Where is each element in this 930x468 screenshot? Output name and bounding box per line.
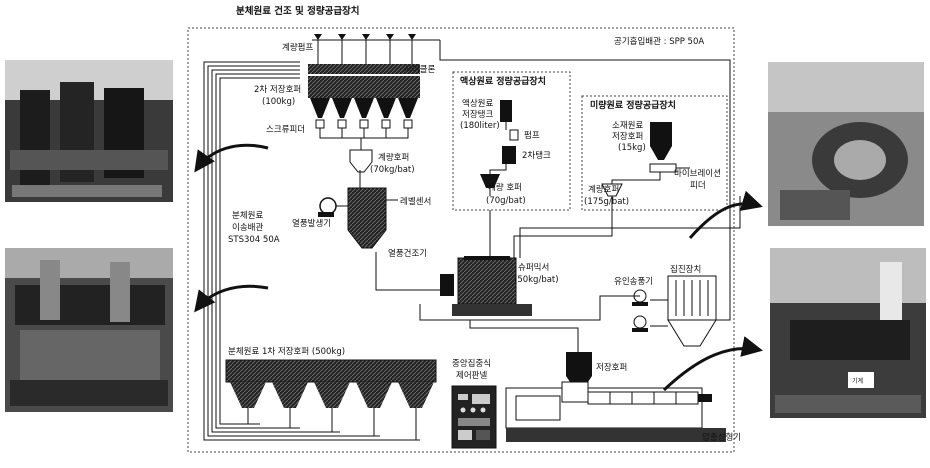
label-minor-hopper: 소재원료 xyxy=(612,121,643,131)
primary-storage-hoppers xyxy=(225,359,437,440)
photo-dryer-line xyxy=(5,60,173,202)
label-level-sensor: 레벨센서 xyxy=(400,196,431,207)
label-extruder: 압출성형기 xyxy=(702,432,741,443)
label-control-panel-2: 제어판넬 xyxy=(456,370,487,381)
label-storage-hopper: 저장호퍼 xyxy=(596,362,627,373)
label-transfer-pipe: 분체원료 xyxy=(232,210,263,221)
photo-pointer-arrows xyxy=(194,143,763,392)
photo-extruder: 기계 xyxy=(770,248,926,418)
label-vibration-feeder-2: 피더 xyxy=(690,181,706,191)
label-secondary-tank: 2차탱크 xyxy=(522,150,551,161)
label-liquid-weigh-cap: (70g/bat) xyxy=(486,196,526,206)
label-induction-blower: 유인송풍기 xyxy=(614,276,653,287)
label-weigh-hopper: 계량호퍼 xyxy=(378,152,409,163)
control-panel-unit xyxy=(451,385,497,449)
label-primary-hopper: 분체원료 1차 저장호퍼 (500kg) xyxy=(228,346,345,357)
label-weigh-hopper-cap: (70kg/bat) xyxy=(370,165,415,175)
liquid-feed-equipment xyxy=(480,100,519,196)
label-minor-weigh: 계량호퍼 xyxy=(588,184,619,195)
pipe-network xyxy=(203,39,741,441)
minor-feed-equipment xyxy=(601,122,690,210)
extruder-unit xyxy=(505,352,726,442)
label-super-mixer: 슈퍼믹서 xyxy=(518,262,549,273)
label-cyclone: 사이클론 xyxy=(404,64,435,75)
hot-air-dryer xyxy=(318,187,387,249)
label-control-panel: 중앙집중식 xyxy=(452,358,491,369)
label-minor-hopper-2: 저장호퍼 xyxy=(612,131,643,142)
label-vibration-feeder: 바이브레이션 xyxy=(674,168,721,179)
photo-vibration-feeder xyxy=(768,62,924,226)
label-dryer: 열풍건조기 xyxy=(388,248,427,259)
metering-pumps xyxy=(314,34,416,40)
label-air-pipe: 공기흡입배관 : SPP 50A xyxy=(614,36,704,47)
label-minor-hopper-cap: (15kg) xyxy=(618,143,646,153)
label-dust-collector: 집진장치 xyxy=(670,264,701,275)
powder-weigh-hopper xyxy=(349,138,373,173)
label-liquid-title: 액상원료 정량공급장치 xyxy=(460,75,546,87)
label-secondary-hopper: 2차 저장호퍼 xyxy=(254,84,301,95)
label-blower: 열풍발생기 xyxy=(292,218,331,229)
svg-text:기계: 기계 xyxy=(852,377,863,385)
label-minor-title: 미량원료 정량공급장치 xyxy=(590,99,676,111)
powder-system-box xyxy=(187,27,735,453)
diagram-title: 분체원료 건조 및 정량공급장치 xyxy=(236,5,360,17)
label-minor-weigh-cap: (175g/bat) xyxy=(584,197,629,207)
label-liquid-weigh: 계량 호퍼 xyxy=(488,182,522,193)
super-mixer xyxy=(440,256,532,316)
label-secondary-hopper-cap: (100kg) xyxy=(262,97,295,107)
label-metering-pump: 계량펌프 xyxy=(282,42,313,53)
minor-system-box xyxy=(581,95,728,211)
dust-collector-unit xyxy=(632,275,717,347)
label-liquid-tank-2: 저장탱크 xyxy=(462,109,493,120)
label-transfer-pipe-2: 이송배관 xyxy=(232,222,263,233)
diagram-labels: 분체원료 건조 및 정량공급장치 계량펌프 사이클론 2차 저장호퍼 (100k… xyxy=(228,5,741,443)
photo-primary-hopper xyxy=(5,248,173,412)
cyclone-array xyxy=(308,64,420,139)
label-liquid-tank: 액상원료 xyxy=(462,98,493,109)
liquid-system-box xyxy=(452,71,571,211)
label-liquid-tank-cap: (180liter) xyxy=(460,121,500,131)
label-pump: 펌프 xyxy=(524,130,540,141)
label-transfer-pipe-spec: STS304 50A xyxy=(228,235,280,245)
label-screw-feeder: 스크류피더 xyxy=(266,125,305,135)
label-super-mixer-cap: (50kg/bat) xyxy=(514,275,559,285)
